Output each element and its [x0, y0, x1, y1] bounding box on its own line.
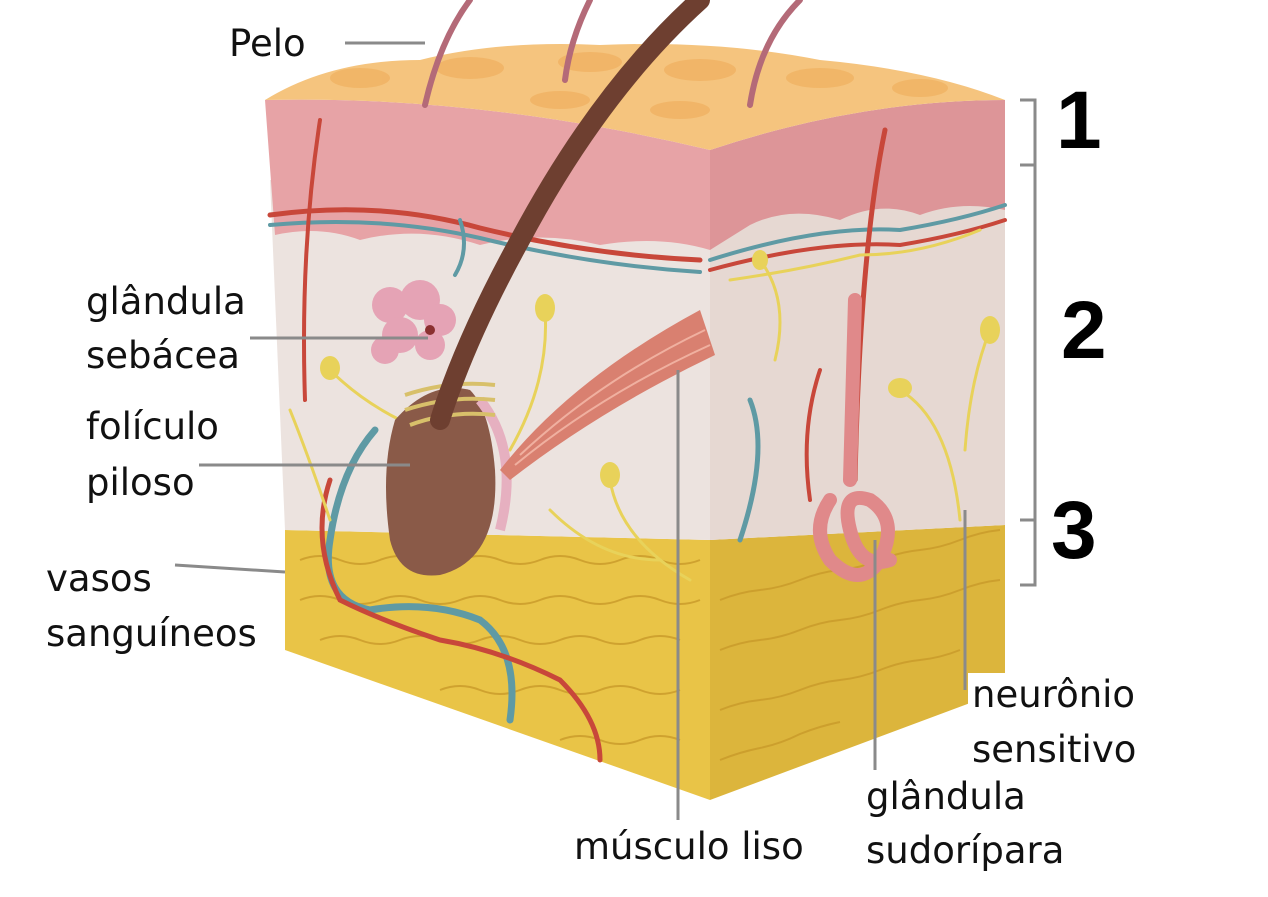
arrector-pili-muscle [500, 310, 715, 480]
label-foliculo-piloso-line1: folículo [82, 405, 223, 449]
follicle-sheath [476, 396, 512, 532]
label-vasos-sanguineos-line2: sanguíneos [42, 612, 261, 656]
layer-number-2: 2 [1055, 290, 1113, 372]
label-musculo-liso: músculo liso [570, 825, 808, 869]
label-glandula-sebacea-line2: sebácea [82, 334, 244, 378]
label-foliculo-piloso-line2: piloso [82, 461, 199, 505]
label-neuronio-sensitivo-line1: neurônio [968, 673, 1140, 717]
epidermis-side [710, 100, 1005, 250]
surface-texture [330, 52, 948, 119]
sebaceous-gland [371, 280, 456, 364]
sweat-gland [813, 293, 897, 582]
label-glandula-sudoripara-line2: sudorípara [862, 829, 1069, 873]
label-neuronio-sensitivo-line2: sensitivo [968, 728, 1141, 772]
label-vasos-sanguineos-line1: vasos [42, 557, 156, 601]
blood-vessels [267, 118, 1007, 763]
leader-lines [174, 41, 967, 820]
label-glandula-sebacea-line1: glândula [82, 280, 250, 324]
nerve-endings [320, 250, 1000, 488]
layer-number-3: 3 [1045, 490, 1103, 572]
hair-follicle [386, 388, 496, 576]
label-pelo: Pelo [225, 22, 310, 66]
hypodermis-side [710, 525, 1005, 800]
sebaceous-duct [425, 325, 435, 335]
layer-bracket [1020, 98, 1037, 587]
label-glandula-sudoripara-line1: glândula [862, 775, 1030, 819]
dermis-front [270, 180, 710, 540]
hypodermis-front [285, 530, 710, 800]
hair-shafts [422, 0, 803, 430]
layer-number-1: 1 [1050, 80, 1108, 162]
